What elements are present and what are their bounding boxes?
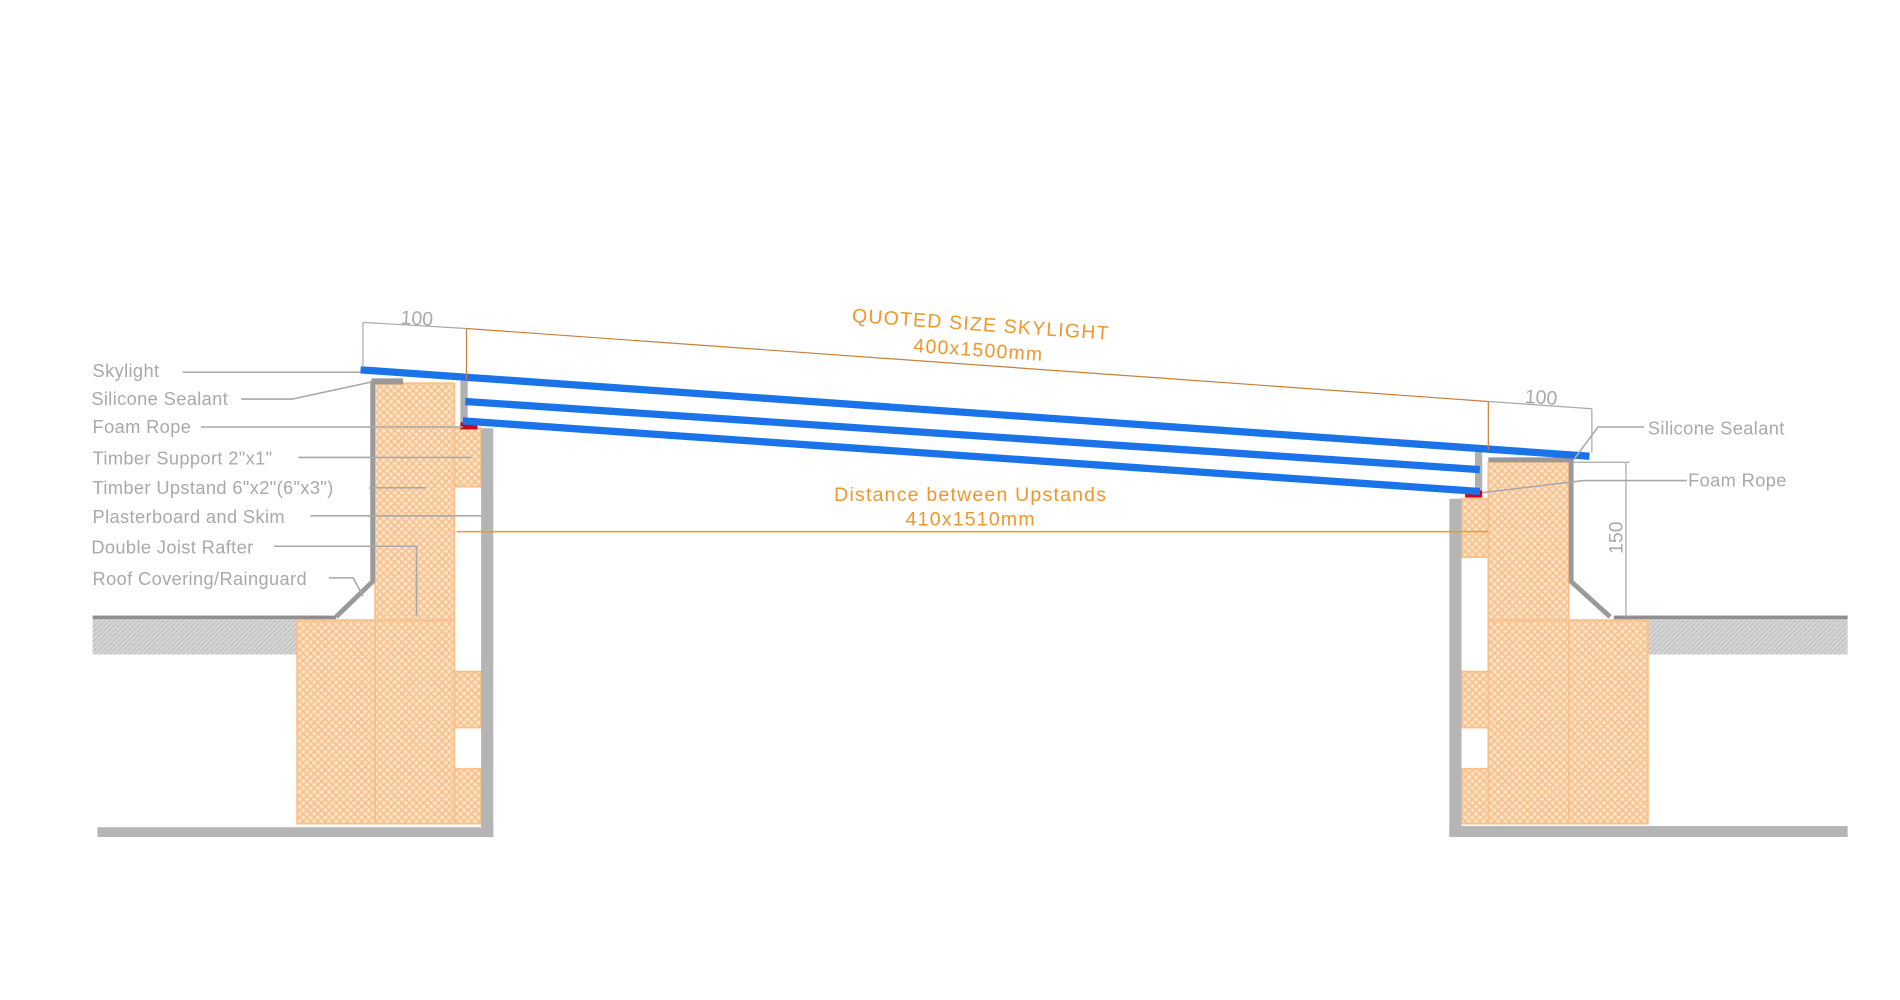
right-timber-support <box>1460 497 1490 559</box>
left-timber-block <box>453 670 483 729</box>
left-plasterboard <box>481 428 494 837</box>
label-right-foam-rope: Foam Rope <box>1688 470 1787 491</box>
left-floor <box>97 827 494 837</box>
glass-middle-pane <box>465 397 1481 474</box>
glass-inner-pane <box>462 417 1481 496</box>
right-roof-line <box>1613 615 1848 620</box>
distance-title: Distance between Upstands <box>834 484 1107 506</box>
left-upstand-lower <box>374 619 456 825</box>
right-upstand <box>1449 450 1848 837</box>
left-callouts: Skylight Silicone Sealant Foam Rope Timb… <box>91 360 482 617</box>
right-rafter-block <box>1567 619 1649 825</box>
left-glass-spacer <box>460 380 468 423</box>
right-timber-block <box>1460 767 1490 825</box>
left-rafter-block <box>296 619 377 825</box>
left-roof-line <box>92 615 337 620</box>
left-upstand <box>92 378 494 837</box>
right-upstand-upper <box>1487 461 1570 622</box>
label-roof-covering: Roof Covering/Rainguard <box>93 568 307 589</box>
left-timber-block <box>453 767 483 825</box>
right-upstand-lower <box>1487 619 1570 825</box>
label-timber-upstand: Timber Upstand 6"x2"(6"x3") <box>93 477 334 498</box>
upstand-height-dim: 150 <box>1605 521 1627 554</box>
right-plasterboard <box>1449 498 1462 837</box>
label-silicone-sealant: Silicone Sealant <box>91 388 228 409</box>
left-upstand-upper <box>374 382 456 622</box>
left-rainguard <box>334 380 376 619</box>
right-rainguard <box>1488 457 1612 619</box>
left-foam-rope <box>460 422 478 430</box>
right-floor <box>1449 826 1848 837</box>
right-callouts: Silicone Sealant Foam Rope <box>1482 417 1787 494</box>
right-overhang-dim: 100 <box>1524 386 1558 410</box>
label-timber-support: Timber Support 2"x1" <box>93 448 273 469</box>
label-plasterboard: Plasterboard and Skim <box>93 506 285 527</box>
label-double-joist: Double Joist Rafter <box>91 537 253 558</box>
glass-outer-pane <box>360 366 1590 460</box>
left-overhang-dim: 100 <box>400 307 434 331</box>
label-skylight: Skylight <box>93 360 160 381</box>
right-timber-block <box>1460 670 1490 729</box>
label-foam-rope: Foam Rope <box>93 416 192 437</box>
left-silicone <box>371 378 404 385</box>
label-right-silicone-sealant: Silicone Sealant <box>1648 417 1785 438</box>
distance-value: 410x1510mm <box>906 509 1036 531</box>
skylight-glazing <box>360 366 1590 496</box>
